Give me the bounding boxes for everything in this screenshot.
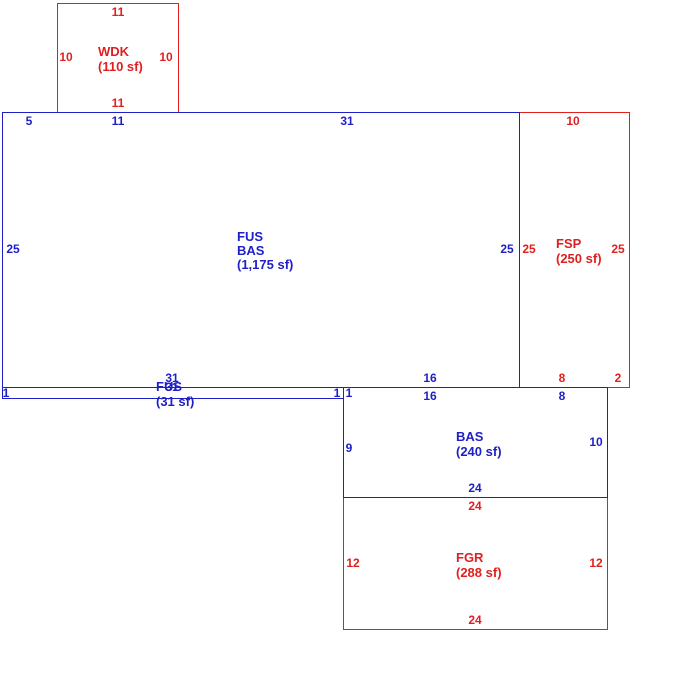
wdk-bottom-dimension: 11 (112, 96, 125, 110)
fgr-area-label: (288 sf) (456, 565, 502, 580)
bas-top-right-dimension: 8 (559, 389, 566, 403)
fus-strip-code-label: FUS (156, 379, 182, 394)
wdk-right-dimension: 10 (159, 50, 173, 64)
wdk-area-label: (110 sf) (98, 59, 143, 74)
fgr-top-dimension: 24 (468, 499, 482, 513)
fsp-left-dimension: 25 (522, 242, 536, 256)
bas-left-top-dimension: 1 (346, 386, 353, 400)
bas-area-label: (240 sf) (456, 444, 502, 459)
main-right-dimension: 25 (500, 242, 514, 256)
bas-code-label: BAS (456, 429, 484, 444)
main-code-label-1: FUS (237, 229, 263, 244)
main-area-label: (1,175 sf) (237, 257, 293, 272)
fsp-area: 10 25 25 8 2 FSP (250 sf) (519, 112, 630, 388)
wdk-area: 11 10 10 11 WDK (110 sf) (57, 3, 179, 113)
fus-strip-top-dimension: 31 (165, 380, 179, 394)
fus-strip-area-label: (31 sf) (156, 394, 194, 409)
fsp-bottom-right-dimension: 2 (615, 371, 622, 385)
fgr-code-label: FGR (456, 550, 484, 565)
bas-outline (343, 387, 608, 498)
bas-top-dimension: 16 (423, 389, 437, 403)
fus-strip-right-dimension: 1 (334, 386, 341, 400)
bas-left-dimension: 9 (346, 441, 353, 455)
main-left-dimension: 25 (6, 242, 20, 256)
fus-strip-area: 1 1 31 FUS (31 sf) (2, 379, 344, 409)
fgr-area: 24 12 12 24 FGR (288 sf) (343, 497, 608, 630)
main-top-short-dimension: 5 (26, 114, 33, 128)
fgr-left-dimension: 12 (346, 556, 360, 570)
fsp-area-label: (250 sf) (556, 251, 602, 266)
bas-area: 16 8 1 9 10 24 BAS (240 sf) (343, 386, 608, 498)
main-bottom-right-dimension: 16 (423, 371, 437, 385)
wdk-code-label: WDK (98, 44, 130, 59)
bas-right-dimension: 10 (589, 435, 603, 449)
fsp-bottom-dimension: 8 (559, 371, 566, 385)
wdk-top-dimension: 11 (112, 5, 125, 19)
main-code-label-2: BAS (237, 243, 265, 258)
main-area: 5 11 31 25 25 31 16 FUS BAS (1,175 sf) (2, 112, 520, 388)
bas-bottom-dimension: 24 (468, 481, 482, 495)
fgr-bottom-dimension: 24 (468, 613, 482, 627)
fgr-right-dimension: 12 (589, 556, 603, 570)
fus-strip-left-dimension: 1 (3, 386, 10, 400)
wdk-left-dimension: 10 (59, 50, 73, 64)
main-top-mid-dimension: 11 (112, 114, 125, 128)
fsp-top-dimension: 10 (566, 114, 580, 128)
main-top-dimension: 31 (340, 114, 354, 128)
fsp-right-dimension: 25 (611, 242, 625, 256)
main-bottom-dimension: 31 (165, 371, 179, 385)
fsp-code-label: FSP (556, 236, 582, 251)
